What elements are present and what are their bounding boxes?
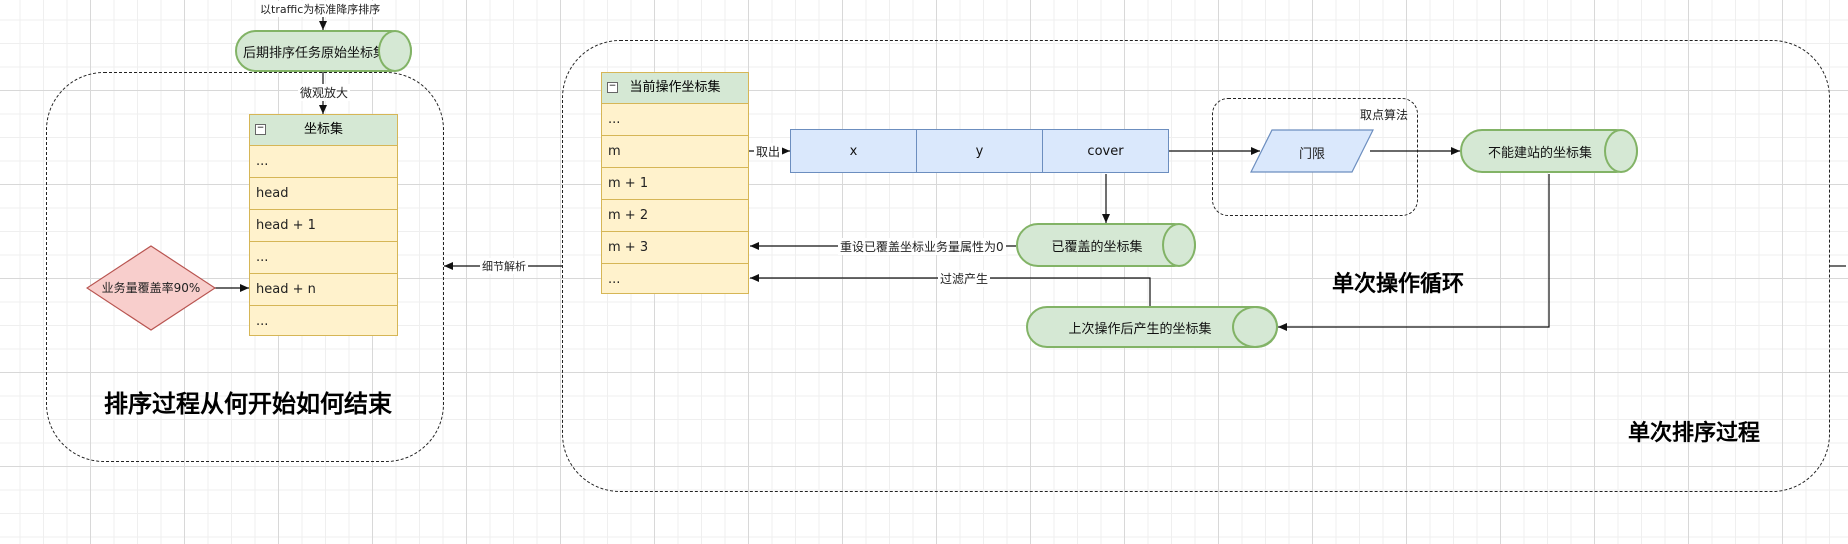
reset-label: 重设已覆盖坐标业务量属性为0 (838, 238, 1006, 255)
covered-set-label: 已覆盖的坐标集 (1051, 239, 1143, 255)
table-row: ... (250, 242, 397, 274)
threshold-label: 门限 (1298, 147, 1325, 162)
current-set-table[interactable]: − 当前操作坐标集 ... m m + 1 m + 2 m + 3 ... (601, 72, 749, 294)
left-region (46, 72, 444, 462)
cell-x[interactable]: x (790, 129, 917, 173)
coord-set-table[interactable]: − 坐标集 ... head head + 1 ... head + n ... (249, 114, 398, 336)
take-label: 取出 (754, 143, 783, 160)
cannot-build-cylinder[interactable]: 不能建站的坐标集 (1460, 129, 1638, 173)
table-row: head + 1 (250, 210, 397, 242)
collapse-icon[interactable]: − (255, 123, 266, 135)
table-row: m + 1 (602, 168, 748, 200)
cannot-build-label: 不能建站的坐标集 (1487, 145, 1592, 161)
single-sort-title: 单次排序过程 (1628, 421, 1761, 446)
detail-label: 细节解析 (480, 258, 528, 274)
cylinder-cap (1232, 306, 1278, 348)
covered-set-cylinder[interactable]: 已覆盖的坐标集 (1016, 223, 1196, 267)
original-set-cylinder[interactable]: 后期排序任务原始坐标集 (235, 30, 412, 72)
right-region (562, 40, 1830, 492)
pick-algo-box (1212, 98, 1418, 216)
cylinder-cap (1162, 223, 1196, 267)
table-row: head + n (250, 274, 397, 306)
last-set-cylinder[interactable]: 上次操作后产生的坐标集 (1026, 306, 1278, 348)
left-region-title: 排序过程从何开始如何结束 (104, 390, 392, 418)
zoom-label: 微观放大 (298, 84, 351, 101)
table-row: ... (608, 272, 621, 287)
threshold-shape[interactable] (1250, 129, 1374, 173)
coverage-diamond[interactable] (86, 245, 216, 331)
last-set-label: 上次操作后产生的坐标集 (1068, 321, 1212, 337)
table-row: head (250, 178, 397, 210)
arrow-cannot-to-last (1278, 174, 1550, 331)
collapse-icon[interactable]: − (607, 81, 618, 93)
top-label: 以traffic为标准降序排序 (258, 1, 383, 17)
original-set-label: 后期排序任务原始坐标集 (242, 45, 386, 61)
table-row: m + 2 (602, 200, 748, 232)
single-loop-title: 单次操作循环 (1332, 272, 1465, 297)
cylinder-cap (378, 30, 412, 72)
cell-cover[interactable]: cover (1042, 129, 1169, 173)
diamond-label: 业务量覆盖率90% (101, 281, 201, 295)
table-row: m (602, 136, 748, 168)
table-row: m + 3 (602, 232, 748, 264)
cylinder-cap (1604, 129, 1638, 173)
arrow-last-to-current (750, 274, 1151, 306)
table-row: ... (250, 146, 397, 178)
table-row: ... (602, 104, 748, 136)
filter-label: 过滤产生 (938, 270, 991, 287)
table-row: ... (256, 314, 269, 329)
current-set-title: 当前操作坐标集 (629, 80, 721, 95)
pick-algo-label: 取点算法 (1360, 108, 1409, 122)
coord-set-title: 坐标集 (303, 122, 343, 137)
cell-y[interactable]: y (916, 129, 1043, 173)
